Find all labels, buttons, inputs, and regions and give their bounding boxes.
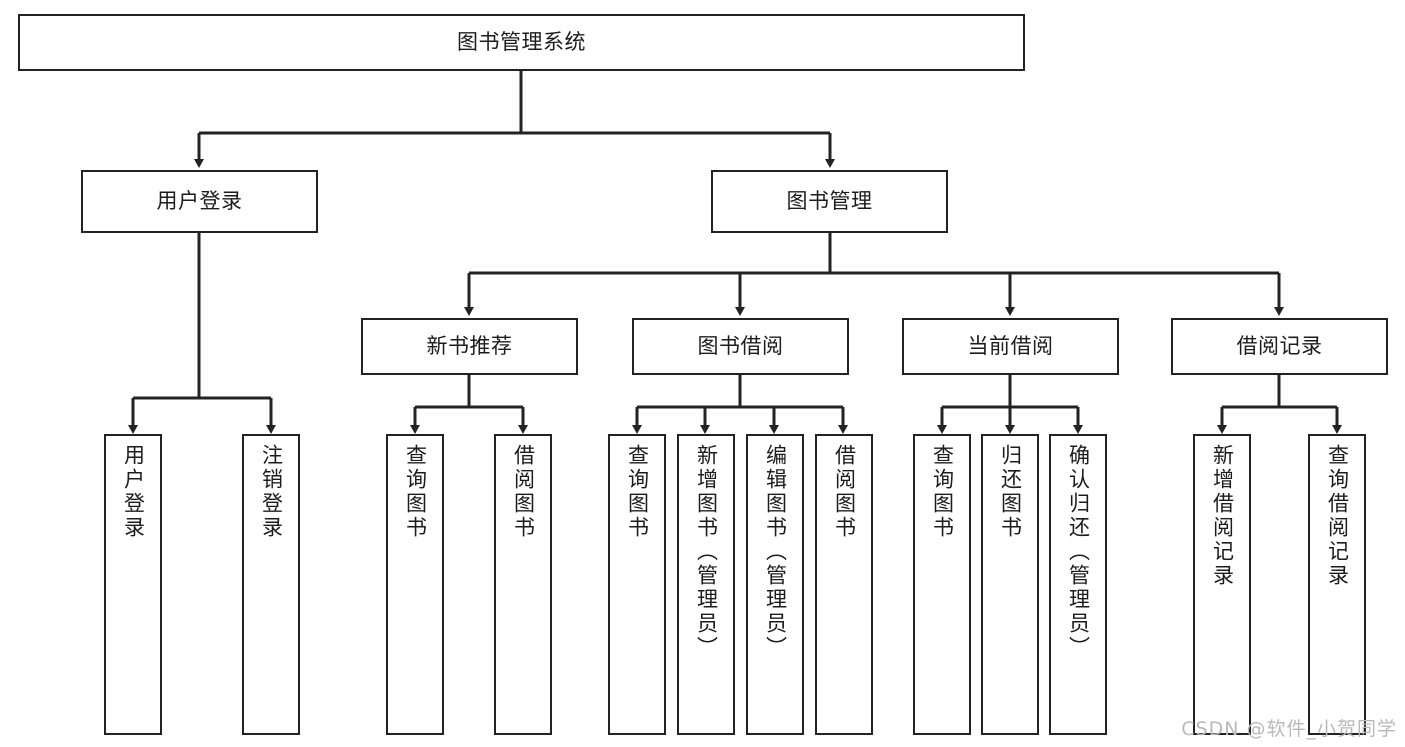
leaf-book-borrow-add[interactable]: 新增图书（管理员） — [677, 434, 735, 735]
node-label: 新增借阅记录 — [1210, 444, 1235, 588]
node-borrow-record[interactable]: 借阅记录 — [1171, 318, 1388, 375]
leaf-current-borrow-confirm-return[interactable]: 确认归还（管理员） — [1049, 434, 1107, 735]
leaf-current-borrow-return[interactable]: 归还图书 — [981, 434, 1039, 735]
node-label: 借阅记录 — [1236, 333, 1323, 358]
node-label: 图书借阅 — [697, 333, 784, 358]
node-label: 查询图书 — [930, 444, 955, 540]
node-label: 借阅图书 — [511, 444, 536, 540]
leaf-user-login-login[interactable]: 用户登录 — [104, 434, 162, 735]
node-label: 新书推荐 — [426, 333, 513, 358]
node-label: 用户登录 — [156, 188, 243, 213]
node-book-borrow[interactable]: 图书借阅 — [632, 318, 849, 375]
leaf-borrow-record-query[interactable]: 查询借阅记录 — [1308, 434, 1366, 735]
node-label: 图书管理 — [786, 188, 873, 213]
node-label: 用户登录 — [121, 444, 146, 540]
node-label: 查询图书 — [403, 444, 428, 540]
node-label: 查询图书 — [625, 444, 650, 540]
leaf-book-borrow-borrow[interactable]: 借阅图书 — [815, 434, 873, 735]
leaf-current-borrow-query[interactable]: 查询图书 — [913, 434, 971, 735]
node-label: 查询借阅记录 — [1325, 444, 1350, 588]
node-label: 归还图书 — [998, 444, 1023, 540]
leaf-new-book-query[interactable]: 查询图书 — [386, 434, 444, 735]
csdn-watermark: CSDN @软件_小贺同学 — [1181, 718, 1397, 740]
node-label: 编辑图书（管理员） — [763, 444, 788, 660]
node-label: 确认归还（管理员） — [1066, 444, 1091, 660]
node-label: 当前借阅 — [967, 333, 1054, 358]
leaf-book-borrow-edit[interactable]: 编辑图书（管理员） — [746, 434, 804, 735]
node-root-system[interactable]: 图书管理系统 — [18, 14, 1025, 71]
node-current-borrow[interactable]: 当前借阅 — [902, 318, 1119, 375]
node-new-book-recommend[interactable]: 新书推荐 — [361, 318, 578, 375]
leaf-book-borrow-query[interactable]: 查询图书 — [608, 434, 666, 735]
node-user-login[interactable]: 用户登录 — [81, 170, 318, 233]
node-label: 注销登录 — [259, 444, 284, 540]
node-label: 图书管理系统 — [457, 29, 586, 54]
leaf-borrow-record-add[interactable]: 新增借阅记录 — [1193, 434, 1251, 735]
leaf-user-login-logout[interactable]: 注销登录 — [242, 434, 300, 735]
node-label: 新增图书（管理员） — [694, 444, 719, 660]
leaf-new-book-borrow[interactable]: 借阅图书 — [494, 434, 552, 735]
node-book-management[interactable]: 图书管理 — [711, 170, 948, 233]
node-label: 借阅图书 — [832, 444, 857, 540]
